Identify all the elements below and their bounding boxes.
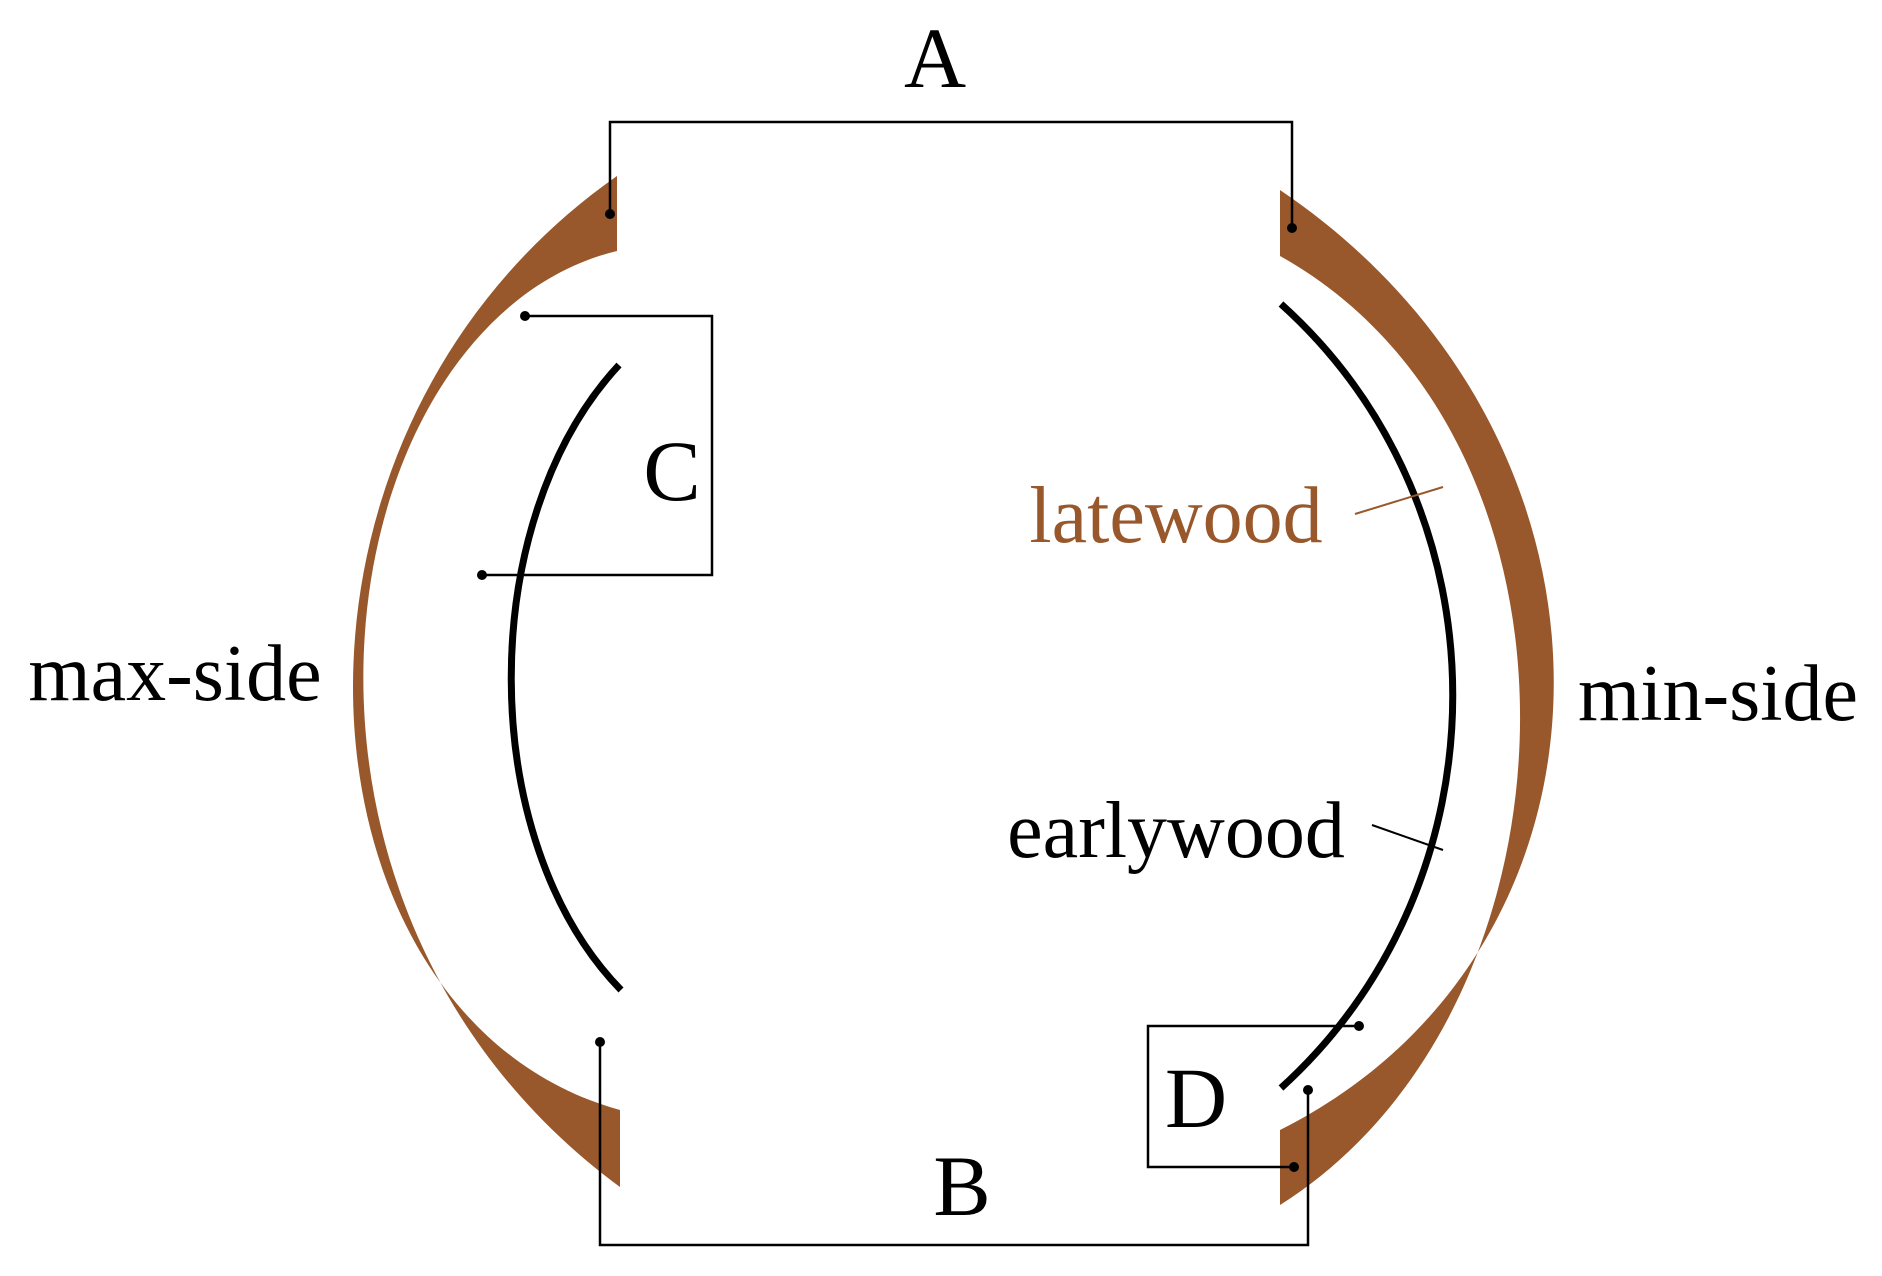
electrode-d-bottom <box>1289 1162 1299 1172</box>
earlywood-leader-line <box>1371 824 1444 851</box>
circuit-c-wire <box>482 314 714 577</box>
circuit-d-wire <box>1146 1024 1359 1169</box>
earlywood-arc-right <box>1278 301 1457 1091</box>
label-b: B <box>933 1138 990 1234</box>
electrode-c-top <box>520 311 530 321</box>
label-a: A <box>904 10 966 106</box>
latewood-band-left <box>353 176 620 1187</box>
electrode-a-right <box>1287 223 1297 233</box>
latewood-leader-line <box>1354 486 1444 515</box>
electrode-c-bottom <box>477 570 487 580</box>
earlywood-arc-left <box>507 362 624 993</box>
electrode-a-left <box>605 209 615 219</box>
electrode-d-top <box>1354 1021 1364 1031</box>
circuit-a-wire <box>608 120 1294 228</box>
electrode-b-right <box>1303 1085 1313 1095</box>
electrode-b-left <box>595 1037 605 1047</box>
label-latewood: latewood <box>1029 472 1322 560</box>
label-max-side: max-side <box>28 630 321 718</box>
label-earlywood: earlywood <box>1007 787 1345 875</box>
label-min-side: min-side <box>1578 650 1858 738</box>
label-c: C <box>643 423 700 519</box>
circuit-b-wire <box>598 1042 1310 1247</box>
latewood-band-right <box>1280 190 1554 1205</box>
label-d: D <box>1165 1050 1227 1146</box>
